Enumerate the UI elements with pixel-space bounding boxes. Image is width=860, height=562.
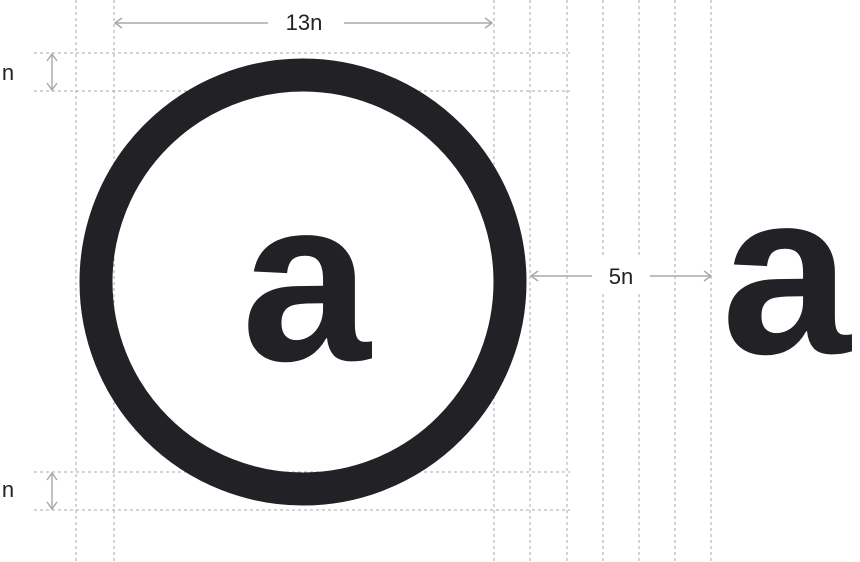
gap-dimension: 5n (529, 264, 713, 289)
bottom-margin-label: n (2, 477, 14, 502)
top-margin-label: n (2, 60, 14, 85)
top-margin-dimension: n (2, 52, 58, 92)
gap-dimension-label: 5n (609, 264, 633, 289)
logo-mark-letter: a (241, 151, 372, 410)
logo-mark: a (79, 58, 527, 506)
wordmark-letter: a (721, 144, 852, 403)
logo-ring (79, 58, 527, 506)
width-dimension-label: 13n (286, 10, 323, 35)
width-dimension: 13n (113, 10, 494, 35)
bottom-margin-dimension: n (2, 471, 58, 511)
horizontal-guides (34, 52, 570, 511)
vertical-guides (75, 0, 712, 562)
